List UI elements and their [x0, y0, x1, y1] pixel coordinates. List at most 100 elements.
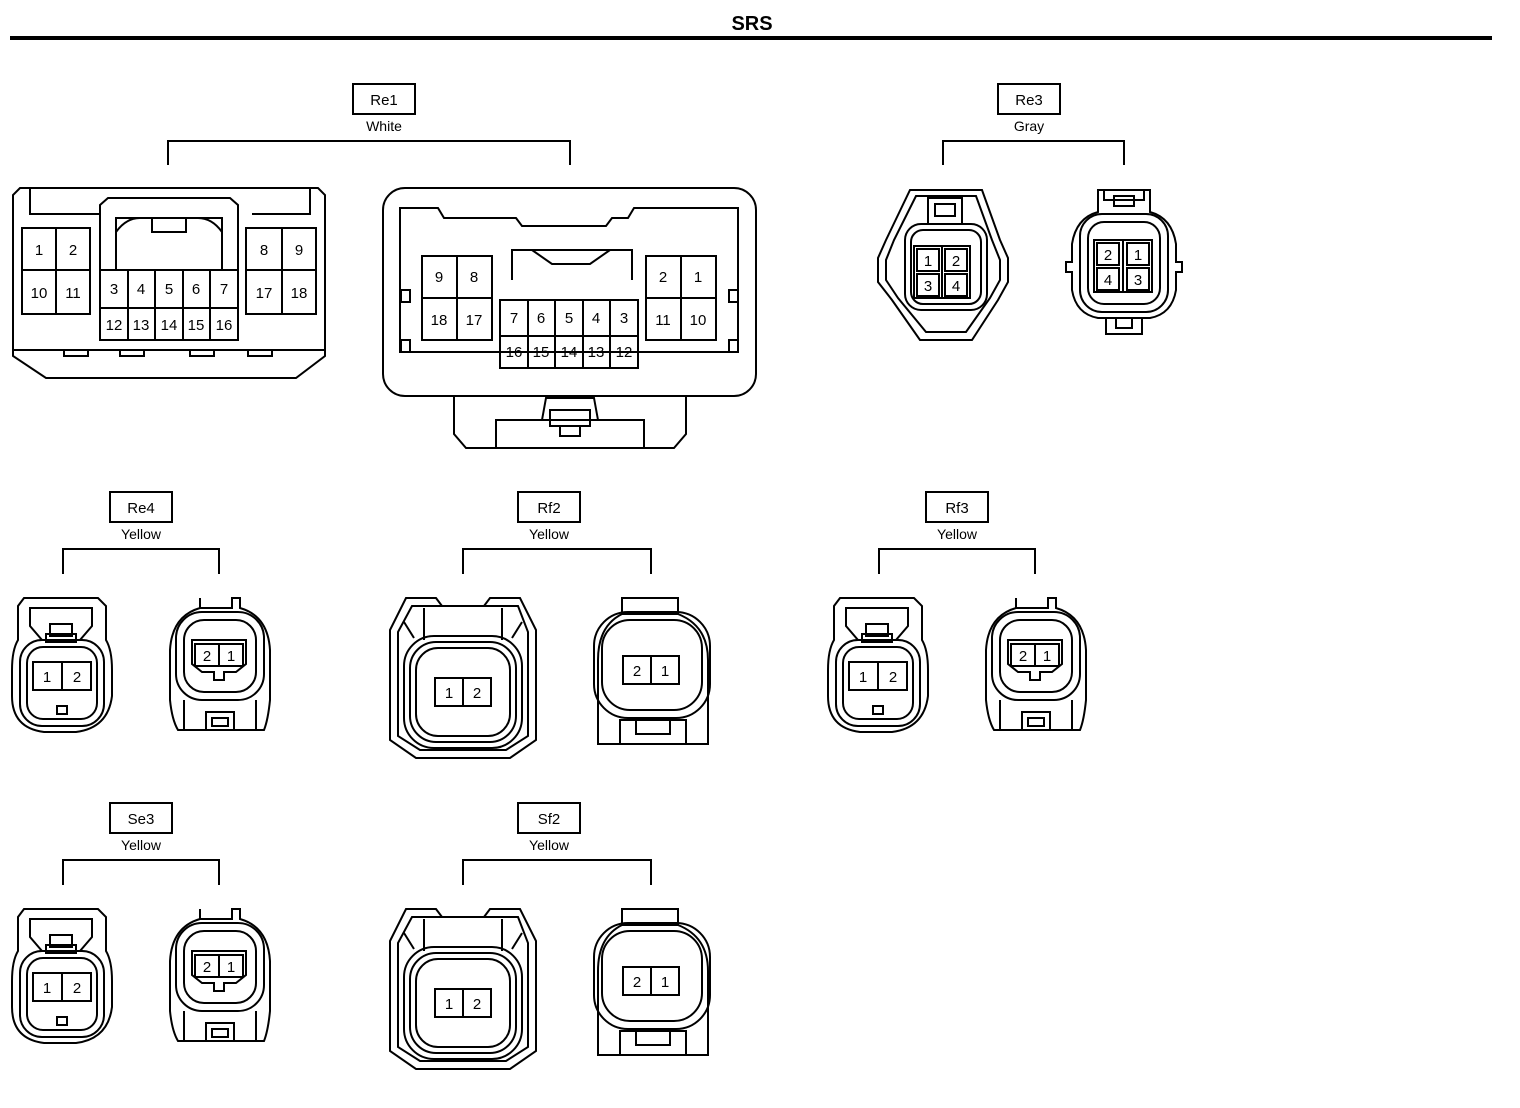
- pin-cell: 2: [462, 988, 492, 1018]
- pin-label: 17: [466, 312, 483, 329]
- connector-color: White: [366, 118, 402, 134]
- connector-code: Re4: [127, 500, 155, 517]
- re4-female-housing: [11, 597, 113, 733]
- sf2-female-housing: [389, 908, 537, 1070]
- pin-label: 2: [633, 663, 641, 680]
- connector-bracket: [62, 548, 220, 574]
- pin-label: 5: [165, 281, 173, 298]
- pin-label: 15: [188, 317, 205, 334]
- pin-cell: 7: [499, 299, 529, 337]
- pin-cell: 1: [434, 677, 464, 707]
- pin-label: 14: [161, 317, 178, 334]
- pin-cell: 1: [680, 255, 717, 299]
- pin-label: 16: [506, 344, 523, 361]
- pin-cell: 2: [194, 954, 220, 978]
- pin-cell: 3: [99, 269, 129, 309]
- pin-label: 8: [470, 269, 478, 286]
- pin-cell: 15: [182, 307, 211, 341]
- pin-label: 7: [220, 281, 228, 298]
- pin-label: 2: [659, 269, 667, 286]
- pin-cell: 4: [944, 273, 968, 297]
- connector-code-box: [997, 83, 1061, 115]
- pin-label: 3: [620, 310, 628, 327]
- pin-label: 10: [690, 312, 707, 329]
- pin-label: 2: [633, 974, 641, 991]
- pin-label: 1: [445, 685, 453, 702]
- pin-label: 6: [192, 281, 200, 298]
- pin-label: 1: [661, 663, 669, 680]
- pin-label: 10: [31, 285, 48, 302]
- pin-label: 2: [203, 959, 211, 976]
- pin-label: 12: [616, 344, 633, 361]
- pin-cell: 1: [650, 966, 680, 996]
- sf2-male-pins: 2 1: [622, 966, 680, 996]
- se3-female-pins: 1 2: [32, 972, 92, 1002]
- pin-cell: 5: [554, 299, 584, 337]
- pin-label: 7: [510, 310, 518, 327]
- pin-cell: 1: [218, 954, 244, 978]
- pin-label: 3: [110, 281, 118, 298]
- connector-code-box: [517, 802, 581, 834]
- pin-cell: 1: [1034, 643, 1060, 667]
- connector-bracket: [942, 140, 1125, 165]
- pin-cell: 18: [281, 269, 317, 315]
- connector-bracket: [167, 140, 571, 165]
- pin-cell: 1: [32, 972, 63, 1002]
- pin-cell: 18: [421, 297, 458, 341]
- connector-code-box: [109, 802, 173, 834]
- pin-cell: 9: [421, 255, 458, 299]
- pin-cell: 8: [456, 255, 493, 299]
- pin-cell: 2: [645, 255, 682, 299]
- connector-color: Yellow: [529, 837, 570, 853]
- pin-cell: 2: [944, 248, 968, 272]
- rf3-male-pins: 2 1: [1010, 643, 1060, 667]
- pin-cell: 1: [32, 661, 63, 691]
- connector-code-box: [352, 83, 416, 115]
- pin-label: 1: [694, 269, 702, 286]
- pin-cell: 7: [209, 269, 239, 309]
- re3-male-housing: [1065, 189, 1183, 335]
- pin-label: 2: [952, 253, 960, 270]
- pin-label: 1: [227, 648, 235, 665]
- pin-label: 3: [924, 278, 932, 295]
- pin-label: 1: [35, 242, 43, 259]
- connector-re4: Re4 Yellow 1 2 2 1: [11, 491, 271, 733]
- pin-label: 2: [1019, 648, 1027, 665]
- pin-label: 3: [1134, 272, 1142, 289]
- se3-male-housing: [169, 908, 271, 1042]
- re4-male-housing: [169, 597, 271, 731]
- pin-label: 13: [133, 317, 150, 334]
- pin-label: 6: [537, 310, 545, 327]
- pin-label: 1: [227, 959, 235, 976]
- connector-se3: Se3 Yellow 1 2 2 1: [11, 802, 271, 1044]
- sf2-male-housing: [593, 908, 711, 1056]
- pin-cell: 2: [622, 655, 652, 685]
- connector-re1: Re1 White 1 2 10 11 3 4 5 6 7 12: [12, 83, 757, 449]
- pin-cell: 1: [21, 227, 57, 271]
- connector-sf2: Sf2 Yellow 1 2 2 1: [389, 802, 711, 1070]
- pin-label: 9: [435, 269, 443, 286]
- connector-re3: Re3 Gray 1 2 3 4: [877, 83, 1183, 341]
- pin-cell: 1: [848, 661, 879, 691]
- rf2-male-housing: [593, 597, 711, 745]
- pin-label: 1: [661, 974, 669, 991]
- pin-cell: 2: [877, 661, 908, 691]
- connector-code: Rf2: [537, 500, 560, 517]
- se3-female-housing: [11, 908, 113, 1044]
- se3-male-pins: 2 1: [194, 954, 244, 978]
- pin-cell: 11: [645, 297, 682, 341]
- pin-cell: 14: [154, 307, 184, 341]
- pin-label: 17: [256, 285, 273, 302]
- connector-color: Yellow: [121, 837, 162, 853]
- rf2-female-pins: 1 2: [434, 677, 492, 707]
- pin-label: 1: [924, 253, 932, 270]
- pin-label: 2: [473, 685, 481, 702]
- pin-cell: 11: [55, 269, 91, 315]
- connector-bracket: [462, 859, 652, 885]
- pin-label: 4: [1104, 272, 1112, 289]
- pin-cell: 4: [127, 269, 156, 309]
- pin-cell: 4: [1096, 267, 1120, 291]
- rf2-male-pins: 2 1: [622, 655, 680, 685]
- connector-rf2: Rf2 Yellow 1 2 2 1: [389, 491, 711, 759]
- pin-label: 18: [291, 285, 308, 302]
